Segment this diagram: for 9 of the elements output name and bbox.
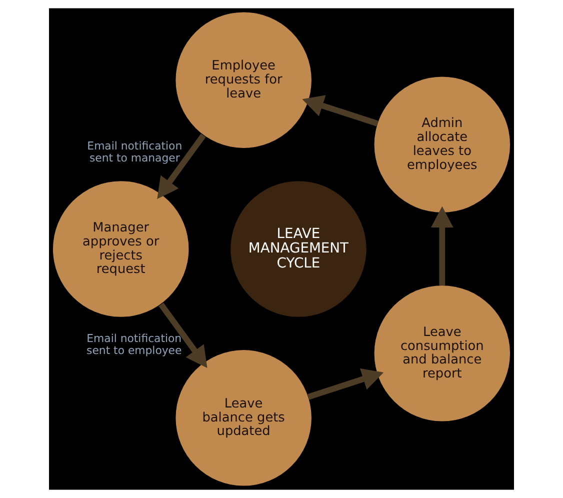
arrow — [302, 95, 378, 126]
node-circle: Admin allocate leaves to employees — [374, 76, 510, 212]
arrow — [158, 302, 208, 368]
node-circle: Manager approves or rejects request — [52, 181, 189, 317]
node-circle: Leave consumption and balance report — [374, 286, 510, 422]
arrow — [157, 134, 206, 200]
node-circle: LEAVE MANAGEMENT CYCLE — [230, 181, 366, 317]
arrow — [307, 368, 384, 400]
arrow — [431, 206, 454, 286]
